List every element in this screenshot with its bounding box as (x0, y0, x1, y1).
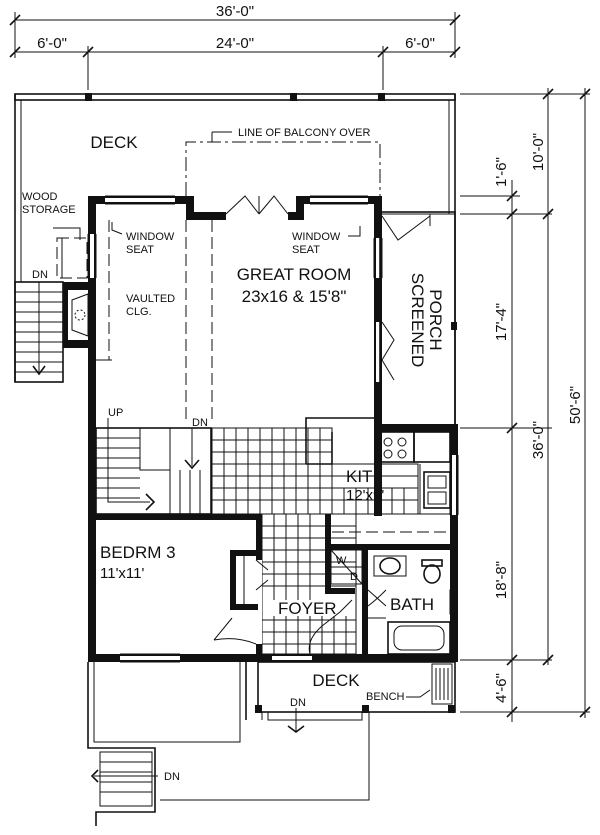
note-stairs-dn-bottom: DN (164, 771, 180, 783)
note-window-seat-right-2: SEAT (292, 244, 320, 256)
label-screened-2: PORCH (426, 289, 445, 350)
dim-overall-depth: 50'-6" (567, 386, 584, 424)
dim-house-depth: 36'-0" (530, 421, 547, 459)
label-deck-top: DECK (90, 133, 138, 152)
dim-upper-section: 17'-4" (493, 303, 510, 341)
screened-porch-walls (379, 211, 457, 429)
dim-right-segment: 6'-0" (405, 35, 435, 52)
note-window-seat-left-2: SEAT (126, 244, 154, 256)
note-stairs-dn-left: DN (32, 269, 48, 281)
dim-lower-section: 18'-8" (493, 561, 510, 599)
note-window-seat-right-1: WINDOW (292, 231, 341, 243)
label-bedroom: BEDRM 3 (100, 543, 176, 562)
note-wood-storage-line1: WOOD (22, 191, 57, 203)
note-stairs-dn-front: DN (290, 697, 306, 709)
dim-balcony-offset: 1'-6" (493, 157, 510, 187)
note-dryer: D (350, 571, 358, 583)
dimension-lines (9, 12, 591, 722)
left-deck-stairs (14, 281, 64, 383)
dim-overall-width: 36'-0" (216, 3, 254, 20)
bath-walls (325, 514, 458, 660)
note-vaulted-1: VAULTED (126, 293, 175, 305)
label-foyer: FOYER (278, 599, 337, 618)
dim-front-deck-depth: 4'-6" (493, 673, 510, 703)
note-wood-storage-line2: STORAGE (22, 204, 76, 216)
central-stairs (95, 418, 212, 515)
label-bath: BATH (390, 595, 434, 614)
bedroom-walls (88, 514, 269, 660)
dim-deck-depth: 10'-0" (530, 133, 547, 171)
label-kitchen: KIT (346, 467, 372, 486)
french-doors (225, 195, 289, 215)
label-screened-1: SCREENED (408, 273, 427, 367)
wood-storage (56, 237, 88, 279)
label-great-room: GREAT ROOM (237, 265, 352, 284)
label-great-room-size: 23x16 & 15'8" (242, 287, 347, 306)
dim-middle-segment: 24'-0" (216, 35, 254, 52)
note-washer: W (336, 555, 347, 567)
dim-left-segment: 6'-0" (37, 35, 67, 52)
bottom-deck (87, 661, 456, 826)
label-bedroom-size: 11'x11' (100, 565, 145, 582)
note-vaulted-2: CLG. (126, 306, 152, 318)
label-kitchen-size: 12'x9' (346, 487, 384, 504)
label-deck-bottom: DECK (312, 671, 360, 690)
note-balcony-line: LINE OF BALCONY OVER (238, 127, 371, 139)
kitchen-counters (305, 417, 451, 533)
note-stairs-dn-center: DN (192, 417, 208, 429)
note-window-seat-left-1: WINDOW (126, 231, 175, 243)
note-bench: BENCH (366, 691, 405, 703)
top-deck (14, 93, 456, 428)
note-stairs-up: UP (108, 407, 123, 419)
